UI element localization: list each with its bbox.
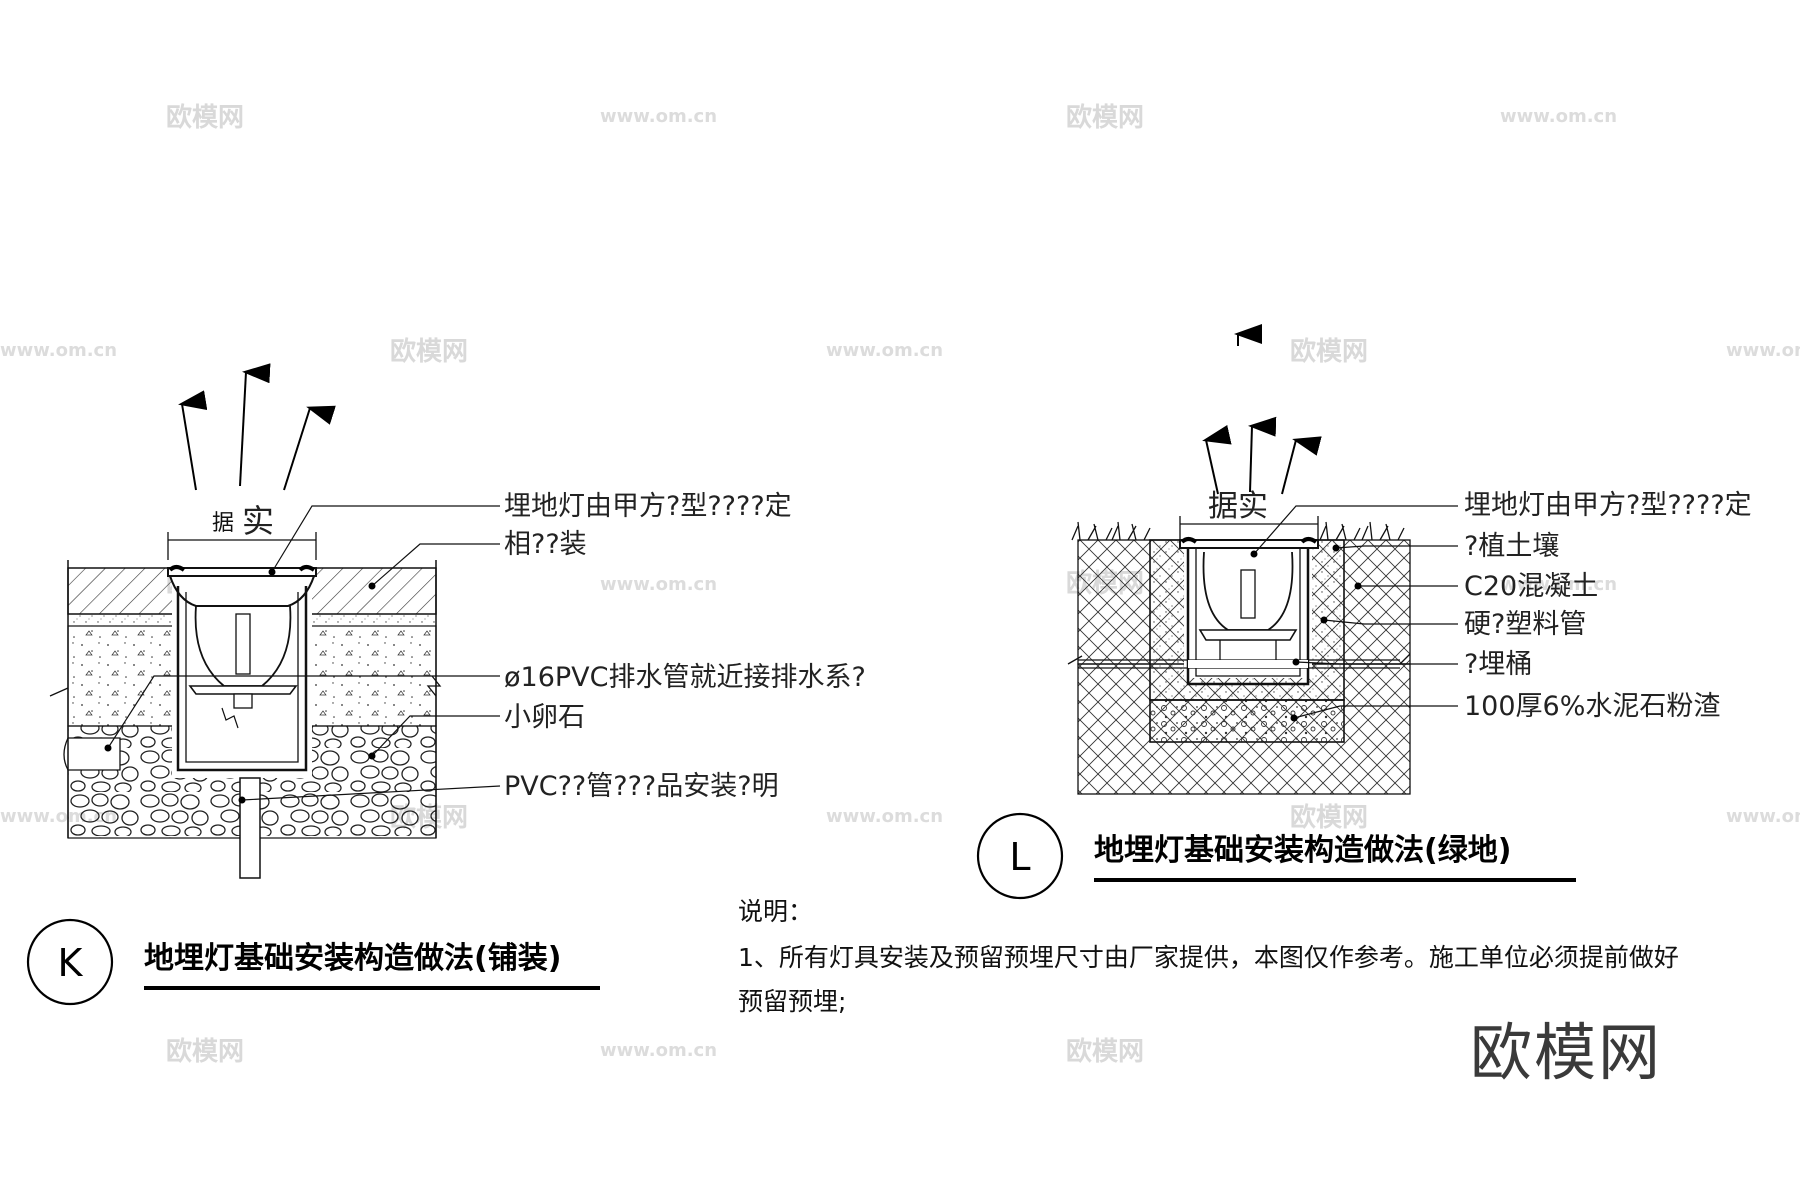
lamp-bulb [1240, 569, 1256, 619]
watermark-url: www.om.cn [1500, 574, 1617, 595]
watermark-url: www.om.cn [600, 1040, 717, 1061]
notes-block: 说明： 1、所有灯具安装及预留预埋尺寸由厂家提供，本图仅作参考。施工单位必须提前… [738, 897, 1679, 1016]
watermark-brand: 欧模网 [390, 336, 468, 367]
corner-brand-logo: 欧模网 [1470, 1016, 1662, 1089]
break-line [49, 675, 442, 697]
watermark-url: www.om.cn [600, 106, 717, 127]
detail-marker-circle [26, 918, 114, 1006]
callout-label: 小卵石 [504, 702, 585, 733]
callout-label: 相??装 [504, 529, 587, 560]
lamp-cable [221, 707, 239, 729]
detail-title: 地埋灯基础安装构造做法(绿地) [1094, 833, 1511, 868]
clip-left [168, 565, 186, 572]
leader-dots [1250, 544, 1362, 722]
notes-line: 预留预埋; [738, 987, 846, 1016]
light-ray-arrow [239, 363, 271, 487]
detail-l-section: 据实 埋地灯由甲方?型????定 ?植土壤 C20混凝土 硬?塑料管 ?埋桶 1… [976, 324, 1752, 900]
callout-label: PVC??管???品安装?明 [504, 771, 779, 802]
lamp-rim [169, 575, 315, 607]
detail-marker-circle [976, 812, 1064, 900]
housing-inner [185, 592, 299, 763]
lamp-base [188, 685, 298, 695]
clip-left [1180, 537, 1198, 544]
lamp-connector [233, 693, 253, 709]
watermark-url: www.om.cn [826, 806, 943, 827]
watermark-url: www.om.cn [1726, 806, 1800, 827]
callout-label: ?埋桶 [1464, 649, 1532, 680]
watermark-brand: 欧模网 [1290, 336, 1368, 367]
watermark-brand: 欧模网 [166, 1036, 244, 1067]
callout-label: 硬?塑料管 [1464, 609, 1586, 640]
notes-heading: 说明： [738, 897, 813, 926]
lamp-base [1198, 629, 1298, 641]
watermark-brand: 欧模网 [1066, 1036, 1144, 1067]
lamp-bulb [235, 613, 251, 675]
clip-right [298, 565, 316, 572]
light-ray-arrow [1248, 416, 1277, 493]
watermark-brand: 欧模网 [166, 102, 244, 133]
detail-marker-letter: K [58, 941, 84, 985]
gravel-base [1149, 699, 1345, 743]
dimension-label: 实 [242, 502, 274, 540]
callout-label: ø16PVC排水管就近接排水系? [504, 662, 866, 693]
watermark-url: www.om.cn [0, 340, 117, 361]
light-ray-arrow [1202, 425, 1232, 495]
dimension-label: 据实 [1208, 489, 1268, 524]
watermark-url: www.om.cn [600, 574, 717, 595]
notes-line: 1、所有灯具安装及预留预埋尺寸由厂家提供，本图仅作参考。施工单位必须提前做好 [738, 943, 1679, 972]
callout-label: ?植土壤 [1464, 531, 1559, 562]
watermark-brand: 欧模网 [1290, 802, 1368, 833]
light-ray-arrow [1281, 436, 1322, 495]
leader-dots [104, 568, 376, 804]
conduit-gap [1188, 660, 1308, 668]
leader-lines [1253, 505, 1458, 719]
break-line [1067, 653, 1411, 665]
lamp-lid [167, 567, 317, 577]
watermark-brand: 欧模网 [1066, 102, 1144, 133]
callout-label: 埋地灯由甲方?型????定 [1464, 490, 1752, 521]
callout-label: 埋地灯由甲方?型????定 [504, 491, 792, 522]
clip-right [1300, 537, 1318, 544]
bucket-inner [1195, 548, 1301, 677]
drain-pipe [239, 777, 261, 879]
detail-k-section: 据 实 埋地灯由甲方?型????定 相??装 ø16PVC排水管就近接排水系? … [26, 363, 866, 1006]
watermark-url: www.om.cn [826, 340, 943, 361]
lamp-lid [1179, 539, 1319, 549]
watermark-url: www.om.cn [1726, 340, 1800, 361]
callout-label: 100厚6%水泥石粉渣 [1464, 691, 1720, 722]
light-ray-arrow [283, 405, 336, 491]
dimension-label: 据 [212, 511, 234, 536]
detail-marker-letter: L [1009, 835, 1030, 879]
housing-outer [176, 586, 308, 772]
light-ray-arrow [178, 390, 208, 491]
section-boundary [67, 560, 437, 838]
embedded-bucket [1186, 544, 1310, 686]
detail-title: 地埋灯基础安装构造做法(铺装) [144, 941, 561, 976]
callout-label: C20混凝土 [1464, 571, 1598, 602]
grass-tufts [1071, 521, 1405, 541]
watermark-url: www.om.cn [1500, 106, 1617, 127]
leader-lines [107, 505, 501, 801]
